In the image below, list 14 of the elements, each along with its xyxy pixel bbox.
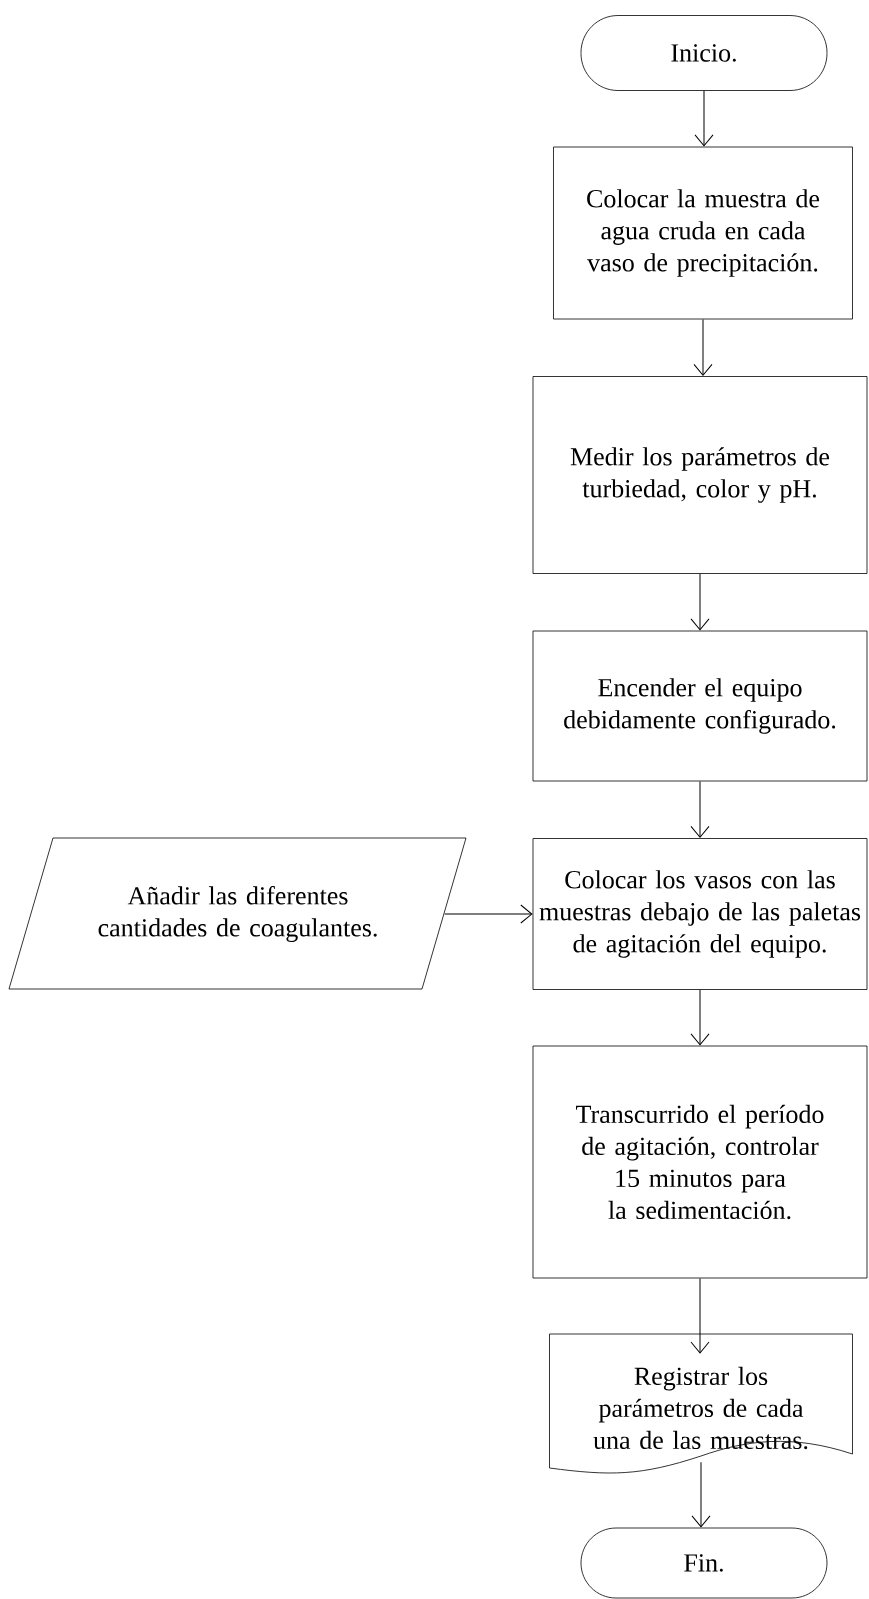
process-box: Colocar la muestra de agua cruda en cada vaso de precipitación.	[553, 146, 853, 320]
input-parallelogram: Añadir las diferentes cantidades de coagulantes.	[8, 837, 467, 990]
process-box: Medir los parámetros de turbiedad, color y pH.	[532, 376, 868, 574]
arrow	[694, 90, 714, 147]
arrow	[444, 904, 533, 924]
process-box: Colocar los vasos con las muestras debajo de las paletas de agitación del equipo.	[532, 838, 868, 990]
arrow	[690, 573, 710, 631]
arrow	[693, 318, 713, 376]
arrow	[690, 780, 710, 838]
arrow	[690, 1277, 710, 1354]
arrow	[691, 1461, 711, 1528]
process-box: Encender el equipo debidamente configurado.	[532, 630, 868, 782]
arrow	[690, 989, 710, 1046]
process-box: Transcurrido el período de agitación, controlar 15 minutos para la sedimentación.	[532, 1045, 868, 1279]
